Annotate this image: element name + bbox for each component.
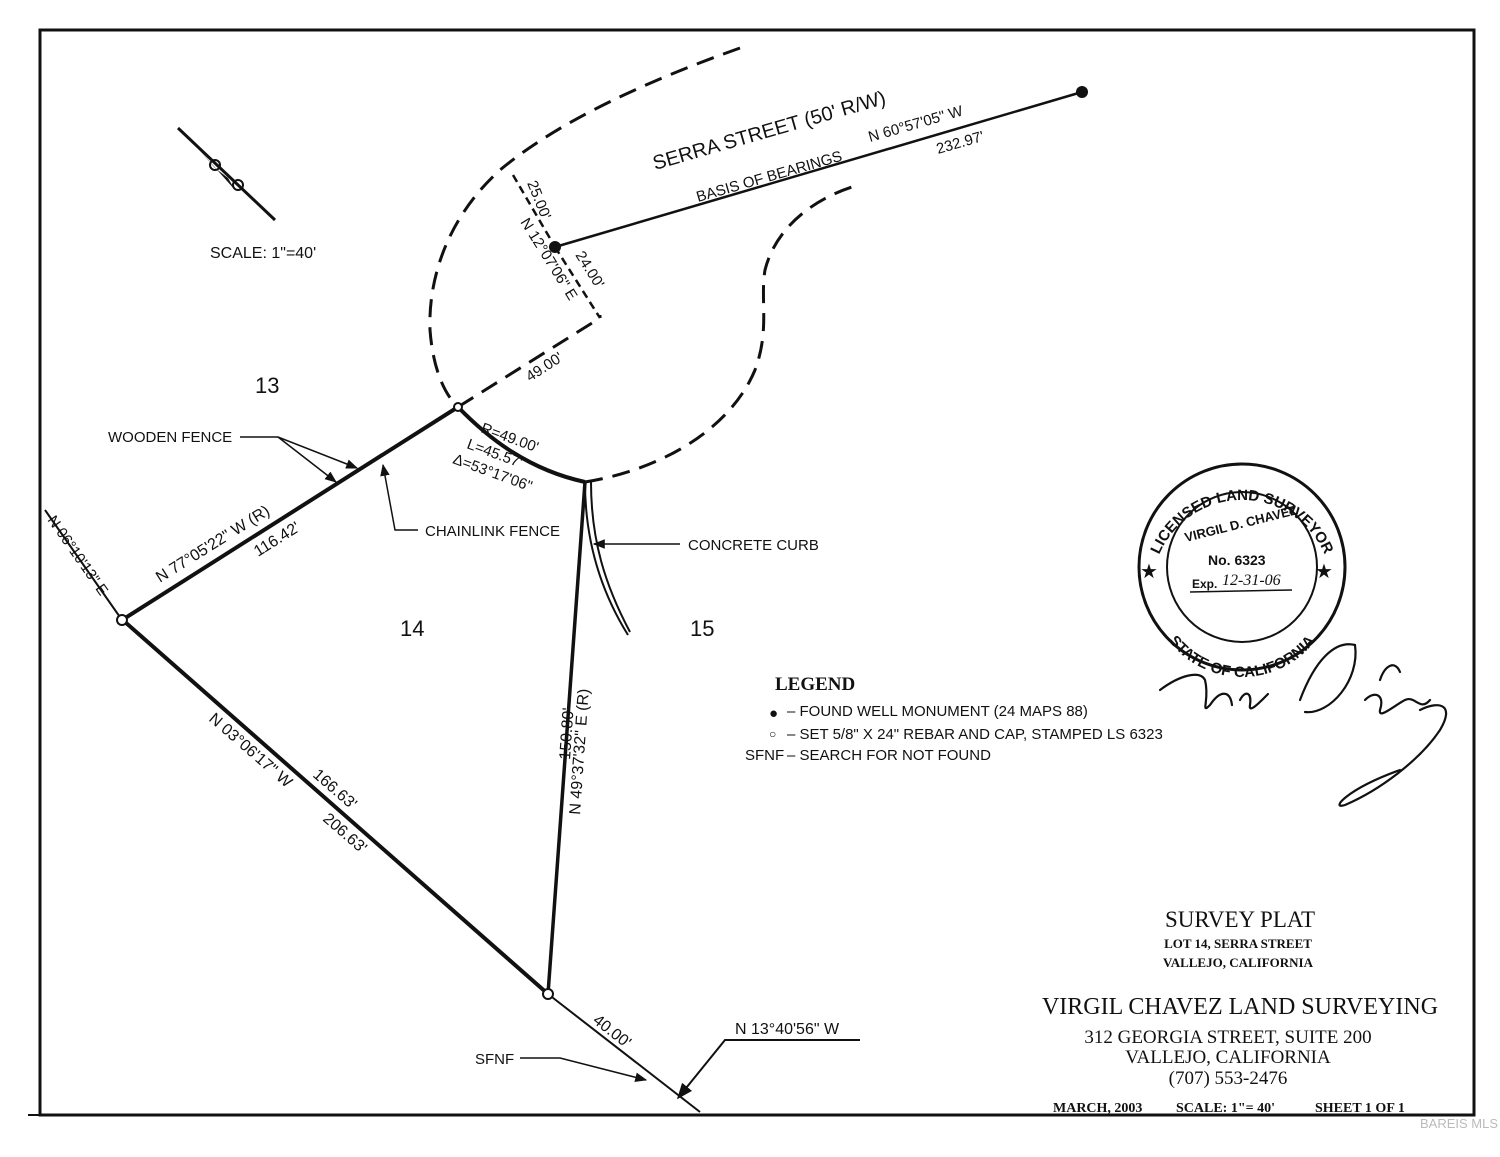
north-arrow-icon <box>176 126 277 222</box>
lot-14-boundary <box>44 405 701 1113</box>
seal-star-left-icon: ★ <box>1140 561 1158 583</box>
lot-13-number: 13 <box>255 373 279 398</box>
surveyor-seal: LICENSED LAND SURVEYOR STATE OF CALIFORN… <box>1137 462 1347 681</box>
rebar-point-west <box>116 614 128 626</box>
company-phone: (707) 553-2476 <box>1169 1068 1288 1089</box>
surveyor-signature <box>1158 643 1448 807</box>
plat-subtitle-2: VALLEJO, CALIFORNIA <box>1163 955 1314 970</box>
concrete-curb-callout: CONCRETE CURB <box>688 537 819 554</box>
concrete-curb <box>584 481 631 636</box>
wooden-fence-leader-2 <box>277 436 337 483</box>
sfnf-leader <box>520 1057 648 1082</box>
south-bearing-label: N 13°40'56" W <box>735 1021 840 1038</box>
legend-item-3-text: – SEARCH FOR NOT FOUND <box>787 747 991 764</box>
scale-label: SCALE: 1"=40' <box>210 245 316 262</box>
seal-number: No. 6323 <box>1208 552 1266 568</box>
east-line-bearing: N 49°37'32" E (R) <box>567 688 593 815</box>
tie-bearing-label: N 12°07'06" E <box>517 215 581 303</box>
legend-item-2-text: – SET 5/8" X 24" REBAR AND CAP, STAMPED … <box>787 726 1163 743</box>
plat-sheet: SHEET 1 OF 1 <box>1315 1101 1405 1116</box>
chainlink-fence-callout: CHAINLINK FENCE <box>425 523 560 540</box>
chainlink-fence-leader <box>380 463 418 531</box>
plat-subtitle-1: LOT 14, SERRA STREET <box>1164 936 1312 951</box>
legend-item-2-symbol: ○ <box>769 727 776 741</box>
south-bearing-leader <box>676 1039 860 1100</box>
plat-scale: SCALE: 1"= 40' <box>1176 1101 1275 1116</box>
company-address-2: VALLEJO, CALIFORNIA <box>1125 1047 1331 1068</box>
legend-item-1-symbol: ● <box>769 705 778 722</box>
legend-item-3-symbol: SFNF <box>745 747 784 764</box>
company-address-1: 312 GEORGIA STREET, SUITE 200 <box>1084 1027 1371 1048</box>
east-line-distance: 150.80' <box>557 707 578 760</box>
monument-tie-lines <box>511 90 1083 319</box>
legend-title: LEGEND <box>775 674 855 695</box>
plat-date: MARCH, 2003 <box>1053 1101 1142 1116</box>
tie-24-label: 24.00' <box>572 248 608 291</box>
rebar-point-north <box>453 402 463 412</box>
street-name: SERRA STREET (50' R/W) <box>650 87 888 175</box>
plat-title: SURVEY PLAT <box>1165 907 1315 932</box>
legend-item-1-text: – FOUND WELL MONUMENT (24 MAPS 88) <box>787 703 1088 720</box>
wooden-fence-callout: WOODEN FENCE <box>108 429 232 446</box>
seal-exp-value: 12-31-06 <box>1222 572 1281 589</box>
seal-exp-label: Exp. <box>1192 577 1217 591</box>
lot-14-number: 14 <box>400 616 424 641</box>
company-name: VIRGIL CHAVEZ LAND SURVEYING <box>1042 994 1438 1020</box>
southwest-line-bearing: N 03°06'17" W <box>205 710 295 792</box>
found-monument-cul-de-sac <box>549 241 561 253</box>
lot-15-number: 15 <box>690 616 714 641</box>
rebar-point-south <box>542 988 554 1000</box>
seal-star-right-icon: ★ <box>1315 561 1333 583</box>
mls-watermark: BAREIS MLS <box>1420 1116 1498 1131</box>
found-monument-street <box>1076 86 1088 98</box>
west-bearing-label: N 06°10'13" E <box>44 513 112 599</box>
seal-bottom-text: STATE OF CALIFORNIA <box>1166 632 1319 681</box>
sfnf-callout: SFNF <box>475 1051 514 1068</box>
